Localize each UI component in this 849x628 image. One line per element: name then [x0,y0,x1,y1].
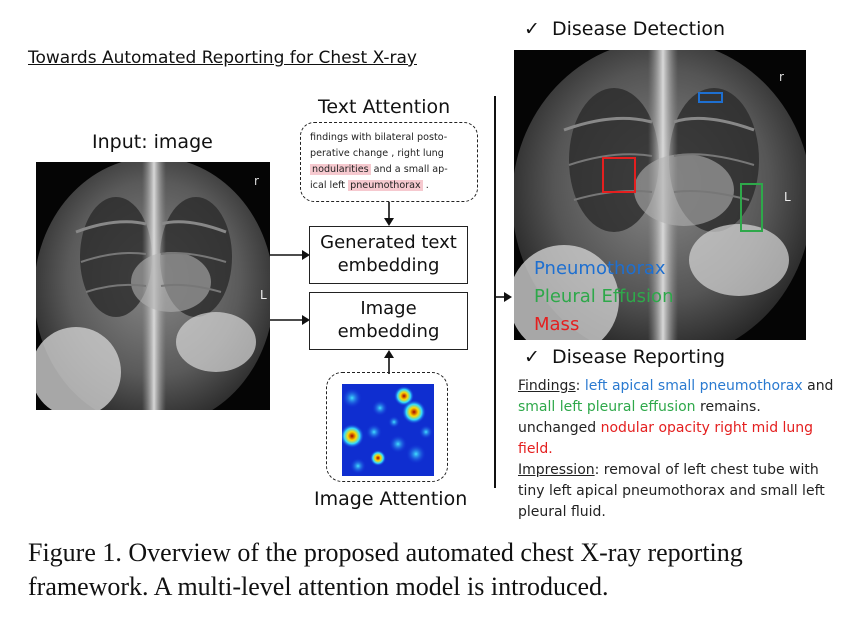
generated-text-line-1: Generated text [320,232,457,253]
finding-effusion: small left pleural effusion [518,399,696,415]
finding-pneumothorax: left apical small pneumothorax [584,378,803,394]
detection-xray-illustration [514,50,806,340]
xray-illustration [36,162,270,410]
figure-caption: Figure 1. Overview of the proposed autom… [28,538,743,601]
heatmap-illustration [342,384,434,476]
legend-pneumothorax: Pneumothorax [534,258,666,279]
finding-remains: remains. [700,399,761,415]
image-embedding-line-2: embedding [337,321,440,342]
pneumothorax-box [698,92,723,103]
findings-colon: : [575,378,581,394]
detection-xray-image: r L Pneumothorax Pleural Effusion Mass [514,50,806,340]
check-icon: ✓ [524,346,540,368]
disease-reporting-heading: ✓ Disease Reporting [524,346,725,368]
image-attention-box [326,372,448,482]
disease-detection-title: Disease Detection [551,18,726,40]
image-embedding-line-1: Image [360,298,417,319]
impression-label: Impression [518,462,595,478]
xray-to-embedding-arrows [270,250,310,325]
divider-arrow [494,292,512,302]
xray-marker-L: L [260,288,267,302]
text-attention-title: Text Attention [318,96,451,118]
text-attention-line-4: ical left [310,180,346,191]
text-attention-line-3: and a small ap- [373,164,448,175]
section-divider [494,96,496,488]
report-text: Findings: left apical small pneumothorax… [518,376,838,523]
detection-marker-L: L [784,190,791,204]
text-attention-period: . [425,180,429,191]
text-attention-line-2: perative change , right lung [310,148,444,159]
finding-nodular-opacity: nodular opacity right mid lung field. [518,420,814,457]
text-attention-line-1: findings with bilateral posto- [310,132,448,143]
check-icon: ✓ [524,18,540,40]
highlight-nodularities: nodularities [310,164,371,175]
disease-reporting-title: Disease Reporting [551,346,726,368]
legend-pleural-effusion: Pleural Effusion [534,286,674,307]
findings-label: Findings [518,378,576,394]
detection-marker-r: r [779,70,784,84]
disease-detection-heading: ✓ Disease Detection [524,18,725,40]
generated-text-line-2: embedding [337,255,440,276]
image-attention-arrow [384,350,394,374]
legend-mass: Mass [534,314,580,335]
text-attention-box: findings with bilateral posto- perative … [300,122,478,202]
input-xray-image: r L [36,162,270,410]
figure-title: Towards Automated Reporting for Chest X-… [28,48,417,68]
text-attention-arrow [384,202,394,226]
impression-text: : removal of left chest tube with tiny l… [518,462,825,520]
effusion-box [740,183,763,232]
mass-box [602,157,636,193]
input-label: Input: image [92,131,213,153]
xray-marker-r: r [254,174,259,188]
attention-heatmap [342,384,434,476]
image-attention-label: Image Attention [314,488,468,510]
image-embedding-box: Image embedding [309,292,468,350]
finding-and: and [807,378,834,394]
finding-unchanged: unchanged [518,420,597,436]
generated-text-embedding-box: Generated text embedding [309,226,468,284]
highlight-pneumothorax: pneumothorax [348,180,423,191]
